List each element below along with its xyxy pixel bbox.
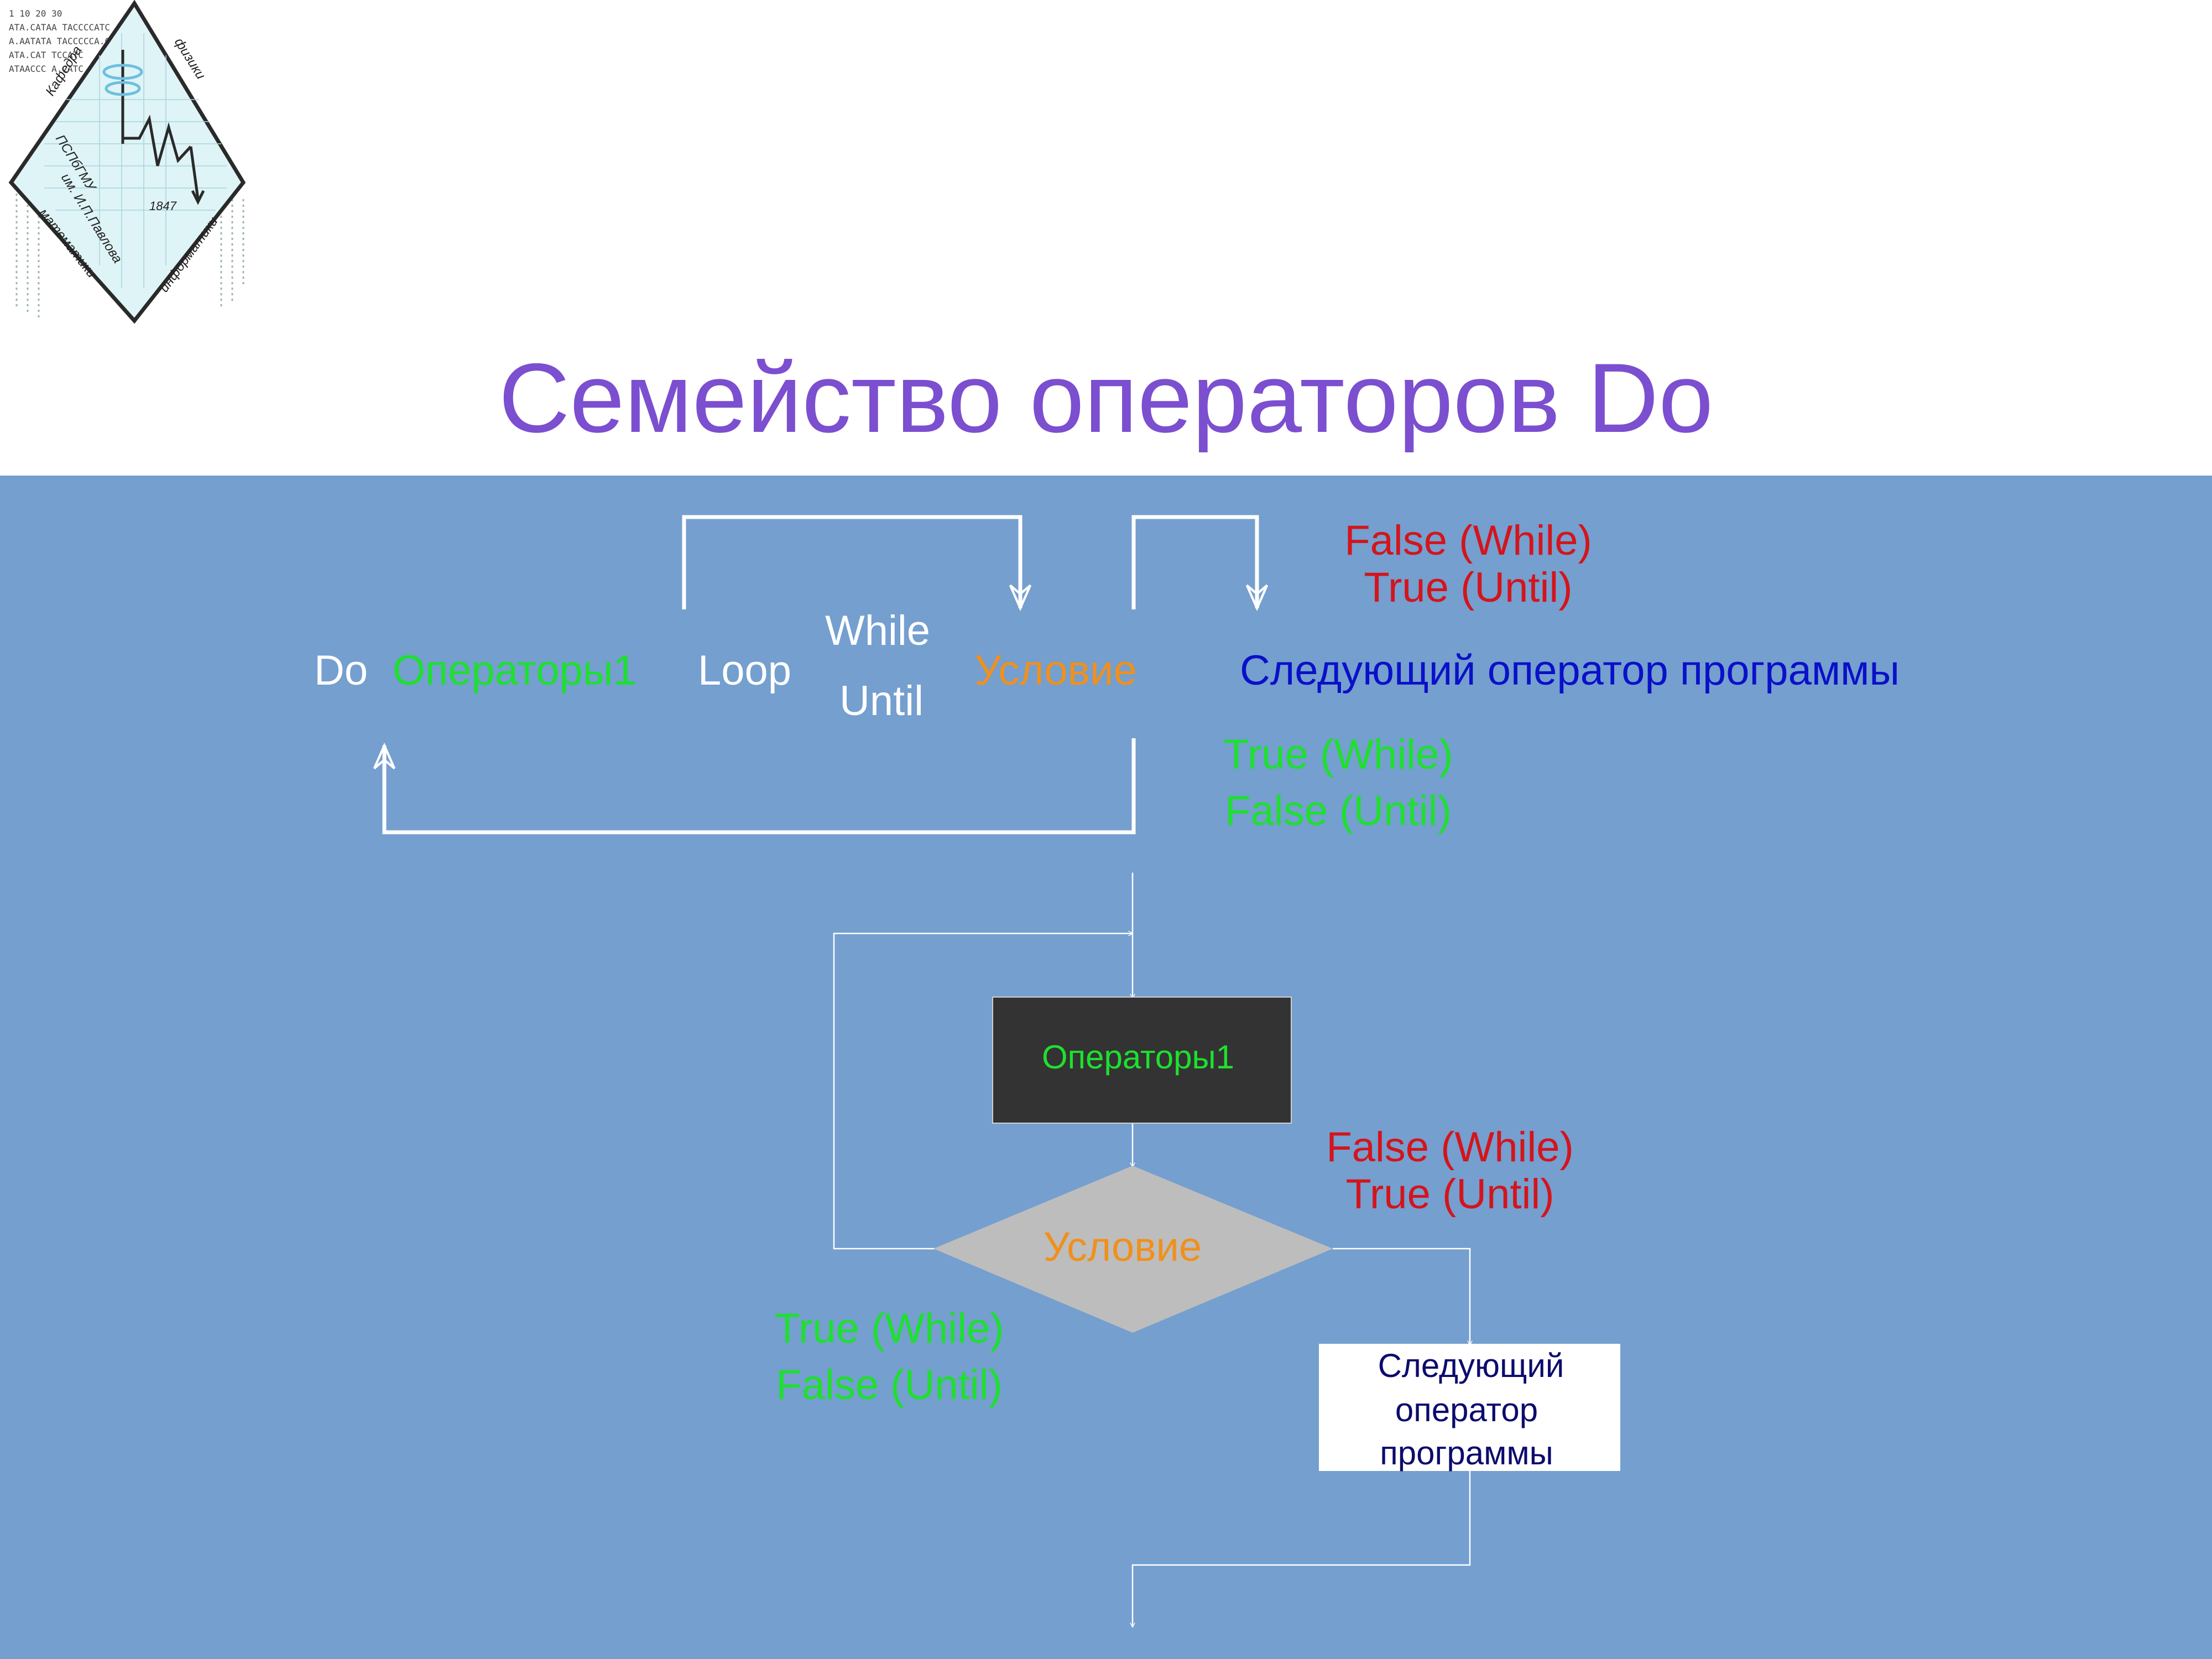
logo-year: 1847: [149, 199, 177, 213]
dna-sequence-text: 1 10 20 30 АТА.САТАА ТАССССАТС А.ААТАТА …: [9, 8, 110, 74]
operators1-box-label: Операторы1: [1042, 1039, 1234, 1076]
fc-false-while-label: False (While): [1326, 1124, 1574, 1171]
next-statement-box: [1319, 1344, 1620, 1471]
next-box-line-1: Следующий: [1378, 1347, 1564, 1384]
condition-diamond: [933, 1166, 1333, 1333]
exit-to-next-line: [1333, 1248, 1470, 1345]
false-until-label: False (Until): [1225, 787, 1452, 834]
false-while-label: False (While): [1344, 517, 1592, 564]
flowchart-connectors: [833, 873, 1471, 1627]
condition-label: Условие: [974, 647, 1137, 694]
operators1-box: [992, 997, 1292, 1124]
next-to-end-line: [1133, 1470, 1471, 1627]
next-statement-label: Следующий оператор программы: [1240, 647, 1900, 694]
while-keyword: While: [825, 607, 930, 654]
do-keyword: Do: [314, 647, 368, 694]
flowchart-branch-labels: False (While) True (Until) True (While) …: [774, 1124, 1573, 1408]
next-box-line-2: оператор: [1395, 1391, 1538, 1428]
logo-text: АТА.САТ ТССАТС: [9, 50, 84, 60]
false-branch-arrow: [1131, 515, 1269, 612]
condition-diamond-label: Условие: [1044, 1224, 1202, 1270]
logo-text: АТА.САТАА ТАССССАТС: [9, 22, 110, 33]
loop-back-line: [833, 933, 1133, 1250]
fc-true-while-label: True (While): [774, 1305, 1004, 1352]
true-until-label: True (Until): [1364, 564, 1572, 611]
true-while-label: True (While): [1223, 731, 1453, 778]
loop-back-arrow: [682, 515, 1032, 612]
operators1-label: Операторы1: [393, 647, 637, 694]
logo-text: А.ААТАТА ТАСССССА.С: [9, 36, 110, 46]
logo-text: АТААССС А.САТС: [9, 64, 84, 74]
logo-diamond-grid: [8, 0, 246, 324]
true-branch-arrow: [373, 738, 1136, 834]
fc-false-until-label: False (Until): [776, 1361, 1003, 1408]
department-logo: 1 10 20 30 АТА.САТАА ТАССССАТС А.ААТАТА …: [8, 0, 246, 324]
page-title: Семейство операторов Do: [498, 343, 1714, 453]
logo-emblem: [102, 50, 205, 205]
syntax-statement: Do Операторы1 Loop While Until Условие С…: [314, 517, 1900, 834]
logo-text: 1 10 20 30: [9, 8, 62, 19]
loop-keyword: Loop: [698, 647, 791, 694]
until-keyword: Until: [839, 677, 924, 724]
binary-pattern: [15, 188, 244, 318]
fc-true-until-label: True (Until): [1345, 1171, 1554, 1218]
syntax-connectors: [373, 515, 1269, 834]
next-box-line-3: программы: [1380, 1434, 1553, 1472]
